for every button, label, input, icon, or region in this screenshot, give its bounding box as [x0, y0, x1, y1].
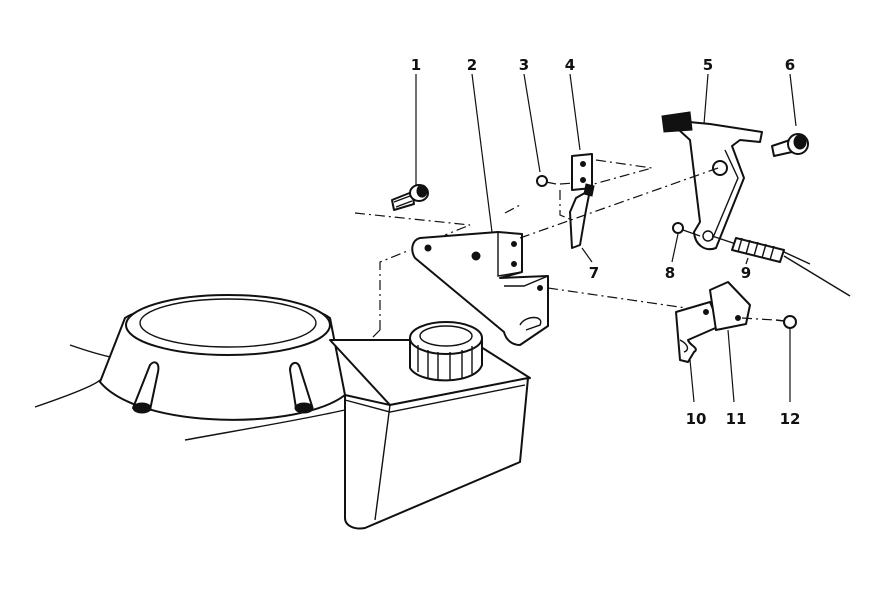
callout-8: 8: [665, 264, 675, 282]
callout-12: 12: [780, 410, 801, 428]
part-5-throttle-lever: [661, 73, 763, 251]
part-4-plate: [569, 73, 653, 191]
part-12-screw: [775, 315, 797, 402]
part-1-bolt: [391, 74, 429, 211]
callout-9: 9: [741, 264, 751, 282]
callout-5: 5: [703, 56, 713, 74]
part-2-bracket: [411, 73, 549, 346]
callout-10: 10: [686, 410, 707, 428]
part-8-ball: [671, 222, 701, 263]
callout-1: 1: [411, 56, 421, 74]
callout-4: 4: [565, 56, 575, 74]
callout-11: 11: [726, 410, 747, 428]
part-10-clip: [675, 301, 721, 403]
part-9-cable: [711, 235, 851, 297]
callout-7: 7: [589, 264, 599, 282]
part-6-bolt: [771, 73, 809, 157]
callout-3: 3: [519, 56, 529, 74]
callout-6: 6: [785, 56, 795, 74]
fuel-cap: [409, 321, 483, 382]
engine-shroud: [34, 294, 346, 441]
part-11-plate: [709, 281, 776, 403]
part-3-screw: [523, 73, 576, 187]
callout-2: 2: [467, 56, 477, 74]
part-7-link: [559, 183, 595, 263]
